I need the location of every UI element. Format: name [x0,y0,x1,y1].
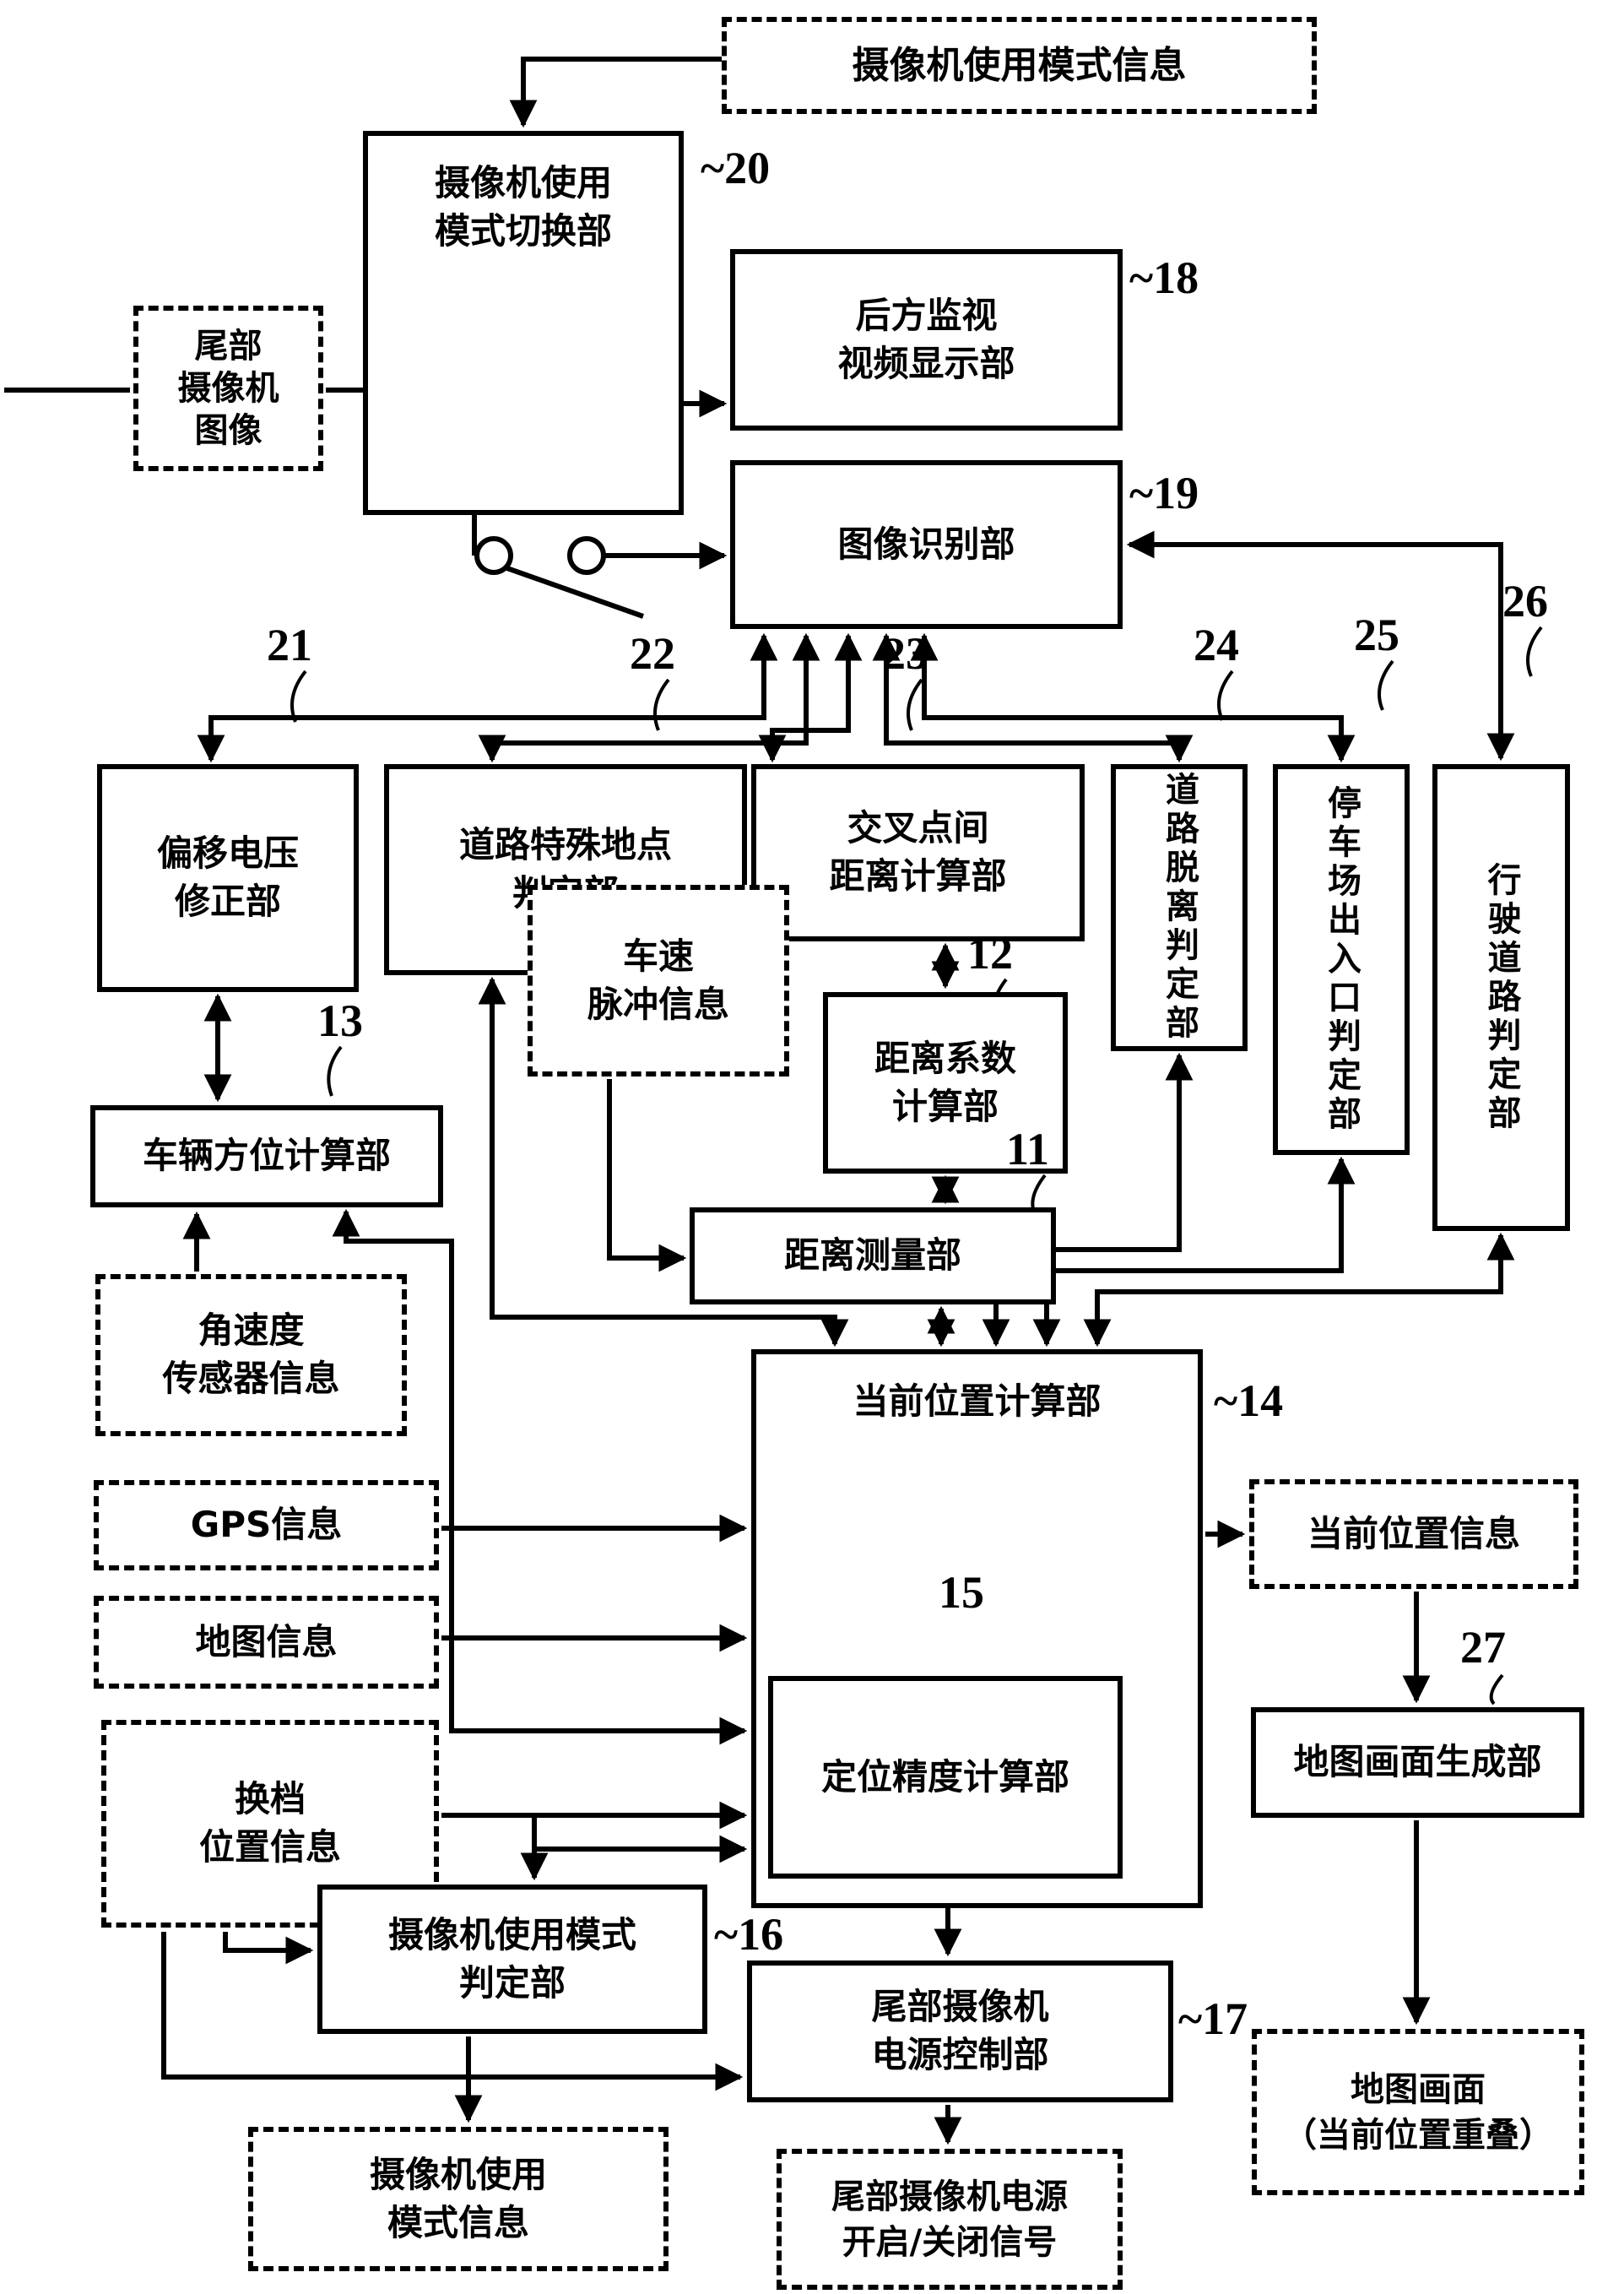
ref-19: ~19 [1129,467,1199,519]
distance-measure-unit: 距离测量部 [690,1207,1056,1304]
ref-23: 23 [883,627,928,680]
speed-pulse-info-label: 车速 脉冲信息 [587,933,729,1028]
camera-mode-info-bottom-box: 摄像机使用 模式信息 [248,2127,669,2271]
ref-25: 25 [1354,609,1399,661]
road-departure-judge-unit: 道路脱离判定部 [1111,764,1248,1051]
rear-camera-power-signal-label: 尾部摄像机电源 开启/关闭信号 [831,2174,1068,2265]
image-recognition-unit: 图像识别部 [730,460,1123,629]
connector-19-24 [886,636,1179,760]
ref-22: 22 [630,627,675,680]
ref-18: ~18 [1129,252,1199,304]
positioning-accuracy-unit: 定位精度计算部 [768,1676,1123,1879]
connector-speedpulse-11 [609,1079,684,1258]
camera-mode-switch-label: 摄像机使用 模式切换部 [435,160,612,255]
image-recognition-label: 图像识别部 [837,521,1015,569]
vehicle-azimuth-unit: 车辆方位计算部 [90,1105,443,1207]
distance-coefficient-label: 距离系数 计算部 [874,1035,1016,1131]
rear-camera-power-unit: 尾部摄像机 电源控制部 [747,1960,1173,2102]
ref-27: 27 [1460,1621,1506,1673]
rear-camera-power-label: 尾部摄像机 电源控制部 [871,1983,1048,2079]
map-info-label: 地图信息 [195,1619,337,1667]
camera-mode-info-top-label: 摄像机使用模式信息 [853,41,1187,90]
ref-21: 21 [267,619,312,671]
parking-gate-judge-unit: 停车场出入口判定部 [1273,764,1410,1155]
current-position-calc-label: 当前位置计算部 [853,1378,1101,1426]
connector-modeinfo-20 [523,59,722,125]
gps-info-box: GPS信息 [94,1480,439,1570]
intersection-distance-label: 交叉点间 距离计算部 [829,805,1006,900]
ref-14: ~14 [1214,1375,1283,1427]
road-departure-judge-label: 道路脱离判定部 [1156,772,1202,1044]
speed-pulse-info-box: 车速 脉冲信息 [528,885,789,1076]
ref-13: 13 [317,995,363,1047]
ref-11: 11 [1006,1123,1049,1175]
map-screen-generation-label: 地图画面生成部 [1293,1738,1541,1787]
rear-camera-image-label: 尾部 摄像机 图像 [178,325,279,452]
camera-mode-switch-unit: 摄像机使用 模式切换部 [363,131,684,515]
current-position-info-label: 当前位置信息 [1307,1510,1520,1559]
gyro-sensor-info-box: 角速度 传感器信息 [95,1274,407,1436]
intersection-distance-unit: 交叉点间 距离计算部 [751,764,1085,941]
ref-12: 12 [967,927,1013,979]
vehicle-azimuth-label: 车辆方位计算部 [143,1132,391,1180]
parking-gate-judge-label: 停车场出入口判定部 [1318,785,1364,1135]
switch-contact [570,539,604,572]
gps-info-label: GPS信息 [191,1501,343,1549]
rear-camera-power-signal-box: 尾部摄像机电源 开启/关闭信号 [777,2149,1123,2290]
ref-16: ~16 [714,1908,783,1960]
current-position-info-box: 当前位置信息 [1249,1479,1578,1589]
rear-monitor-display-unit: 后方监视 视频显示部 [730,249,1123,431]
connector-shift-16-left [225,1932,311,1950]
connector-shift-14-branch [534,1815,744,1849]
camera-mode-info-top-box: 摄像机使用模式信息 [722,17,1317,114]
rear-monitor-display-label: 后方监视 视频显示部 [837,292,1015,388]
rear-camera-image-box: 尾部 摄像机 图像 [133,306,323,471]
map-screen-output-label: 地图画面 （当前位置重叠） [1283,2067,1553,2158]
map-screen-generation-unit: 地图画面生成部 [1251,1707,1584,1818]
gyro-sensor-info-label: 角速度 传感器信息 [162,1307,339,1402]
driving-road-judge-unit: 行驶道路判定部 [1432,764,1570,1231]
shift-position-info-label: 换档 位置信息 [199,1776,341,1871]
distance-measure-label: 距离测量部 [784,1232,961,1280]
camera-mode-info-bottom-label: 摄像机使用 模式信息 [370,2151,547,2247]
ref-24: 24 [1194,619,1239,671]
camera-mode-judge-unit: 摄像机使用模式 判定部 [317,1885,707,2034]
ref-26: 26 [1502,575,1548,627]
camera-mode-judge-label: 摄像机使用模式 判定部 [388,1912,636,2007]
offset-voltage-correction-unit: 偏移电压 修正部 [97,764,359,992]
ref-15: 15 [939,1566,984,1619]
switch-blade-lower [505,567,643,616]
driving-road-judge-label: 行驶道路判定部 [1479,862,1524,1134]
positioning-accuracy-label: 定位精度计算部 [821,1754,1069,1802]
connector-19-26 [1129,545,1501,758]
ref-17: ~17 [1178,1993,1248,2045]
ref-20: ~20 [701,142,770,194]
map-info-box: 地图信息 [94,1596,439,1689]
map-screen-output-box: 地图画面 （当前位置重叠） [1252,2029,1584,2195]
offset-voltage-correction-label: 偏移电压 修正部 [157,830,299,925]
